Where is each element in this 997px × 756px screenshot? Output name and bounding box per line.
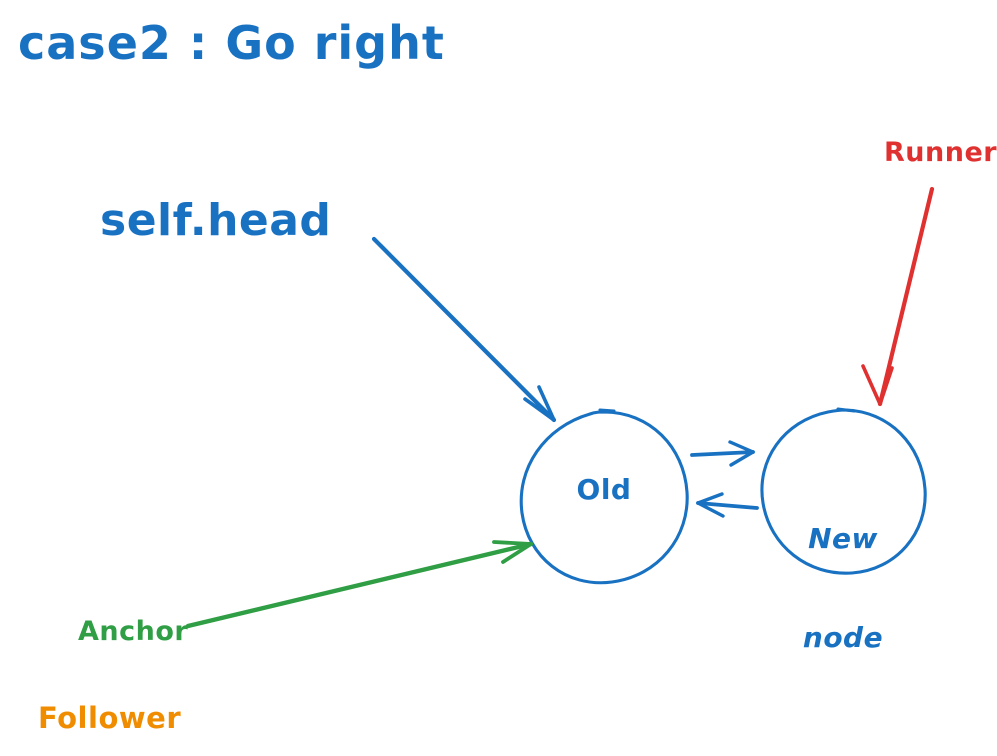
arrow-self-head-to-old [371,236,557,423]
node-old-label: Old [576,473,632,506]
page-title: case2 : Go right [18,16,445,70]
node-new-label: New node [773,456,913,720]
node-old-circle[interactable] [519,408,689,585]
node-new-label-line2: node [802,621,884,655]
arrow-new-node-to-old [696,492,759,518]
arrow-anchor-to-old [185,540,534,629]
node-new-label-line1: New [808,522,878,556]
label-self-head: self.head [100,195,332,246]
label-runner: Runner [884,137,997,168]
node-new-circle[interactable] [760,407,927,575]
label-anchor: Anchor [78,616,189,647]
arrow-runner-to-new-node [861,186,935,407]
arrow-old-to-new-node [690,440,755,467]
label-follower: Follower [38,701,182,735]
